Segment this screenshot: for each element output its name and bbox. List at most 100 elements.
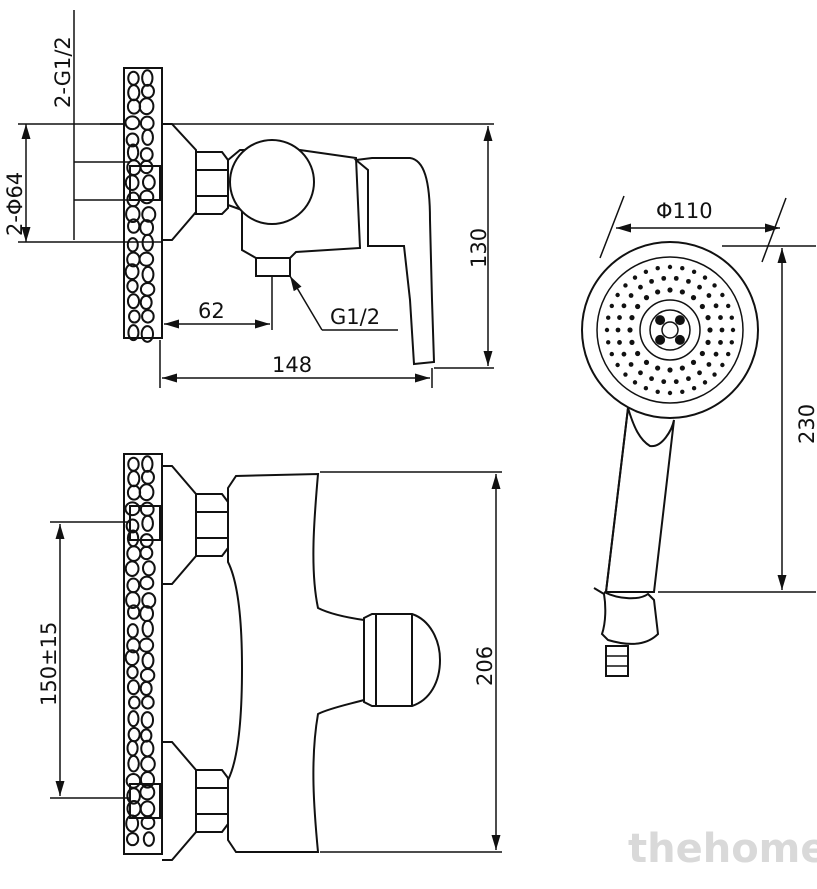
- nozzle-dot: [606, 340, 611, 345]
- dim-inlet-spacing: 150±15: [37, 622, 61, 706]
- nozzle-dot: [730, 327, 736, 333]
- nozzle-dot: [679, 289, 685, 295]
- wall-pebble: [126, 237, 139, 253]
- nozzle-dot: [661, 275, 667, 281]
- hex-nut-upper: [195, 493, 229, 557]
- wall-pebble: [126, 623, 139, 639]
- nozzle-dot: [643, 359, 650, 365]
- lever-handle-side: [353, 157, 436, 366]
- wall-pebble: [139, 189, 155, 205]
- wall-pebble: [127, 604, 141, 620]
- nozzle-dot: [712, 372, 717, 377]
- nozzle-dot: [718, 340, 723, 345]
- nozzle-dot: [726, 303, 731, 309]
- nozzle-dot: [712, 283, 717, 288]
- nozzle-dot: [655, 389, 660, 394]
- wall-pebble: [128, 695, 141, 710]
- dim-depth: 148: [272, 353, 312, 377]
- nozzle-dot: [623, 283, 628, 288]
- cartridge-dome-side: [229, 139, 315, 225]
- wall-pebble: [139, 575, 155, 591]
- nozzle-dot: [629, 339, 635, 345]
- wall-pebble: [141, 233, 154, 252]
- wall-pebble: [138, 97, 155, 116]
- nozzle-dot: [617, 315, 622, 320]
- nozzle-dot: [702, 275, 708, 280]
- center-nozzle: [655, 334, 666, 345]
- nozzle-dot: [617, 340, 622, 345]
- wall-pebble: [127, 218, 141, 234]
- nozzle-dot: [615, 292, 620, 298]
- center-nozzle: [674, 315, 685, 326]
- dim-outlet-thread: G1/2: [330, 305, 380, 329]
- wall-pebble: [142, 831, 155, 847]
- dim-escutcheon-diameter: 2-Φ64: [3, 172, 27, 236]
- hose-connector: [605, 645, 629, 677]
- wall-pebble: [124, 174, 140, 191]
- nozzle-dot: [690, 359, 697, 365]
- wall-pebble: [125, 591, 141, 610]
- inlet-stub-side: [129, 165, 161, 201]
- wall-pebble: [127, 324, 140, 342]
- side-view: 2-G1/2 2-Φ64 130 62 148 G1/2: [3, 10, 494, 388]
- nozzle-dot: [655, 289, 661, 295]
- wall-pebble: [141, 619, 154, 638]
- shower-nozzles: [604, 264, 736, 396]
- dim-inlet-thread: 2-G1/2: [51, 36, 75, 108]
- nozzle-dot: [629, 315, 635, 321]
- nozzle-dot: [638, 370, 643, 376]
- nozzle-dot: [719, 327, 725, 333]
- hex-nut-lower: [195, 769, 229, 833]
- wall-pebble: [125, 518, 140, 534]
- nozzle-dot: [720, 362, 725, 368]
- nozzle-dot: [673, 379, 679, 385]
- dim-head-diameter: Φ110: [656, 199, 713, 223]
- dim-height-side: 130: [467, 228, 491, 268]
- wall-pebble: [141, 592, 157, 609]
- nozzle-dot: [680, 266, 685, 271]
- wall-pebble: [141, 128, 154, 146]
- wall-pebble: [139, 784, 156, 801]
- nozzle-dot: [686, 376, 691, 382]
- wall-pebble: [138, 483, 155, 502]
- wall-pebble: [141, 206, 157, 223]
- wall-side: [123, 67, 163, 343]
- wall-pebble: [138, 251, 155, 267]
- wall-pebble: [126, 787, 141, 805]
- nozzle-dot: [632, 275, 638, 280]
- center-nozzle: [655, 315, 666, 326]
- nozzle-dot: [705, 339, 711, 345]
- nozzle-dot: [713, 351, 719, 357]
- nozzle-dot: [635, 350, 641, 357]
- dim-length: 230: [795, 404, 817, 444]
- wall-pebble: [140, 711, 155, 729]
- nozzle-dot: [627, 327, 633, 333]
- shower-handle: [604, 407, 675, 593]
- wall-pebble: [141, 560, 156, 577]
- wall-pebble: [141, 514, 154, 532]
- wall-pebble: [126, 665, 139, 680]
- nozzle-dot: [615, 362, 620, 368]
- nozzle-dot: [705, 315, 711, 321]
- nozzle-dot: [680, 389, 685, 394]
- wall-pebble: [140, 325, 155, 343]
- nozzle-dot: [720, 292, 725, 298]
- wall-pebble: [139, 545, 154, 561]
- hand-shower: Φ110 230: [581, 195, 817, 677]
- nozzle-dot: [713, 303, 719, 309]
- nozzle-dot: [667, 287, 673, 293]
- nozzle-dot: [667, 390, 673, 396]
- outlet-stub-side: [255, 257, 291, 277]
- wall-pebble: [126, 279, 139, 294]
- wall-pebble: [124, 263, 140, 281]
- wall-pebble: [126, 293, 141, 310]
- wall-pebble: [139, 294, 153, 311]
- wall-pebble: [124, 649, 140, 667]
- center-nozzle: [674, 334, 685, 345]
- nozzle-dot: [655, 365, 661, 371]
- nozzle-dot: [702, 380, 708, 385]
- wall-pebble: [125, 832, 140, 847]
- nozzle-dot: [638, 284, 643, 290]
- nozzle-dot: [686, 278, 691, 284]
